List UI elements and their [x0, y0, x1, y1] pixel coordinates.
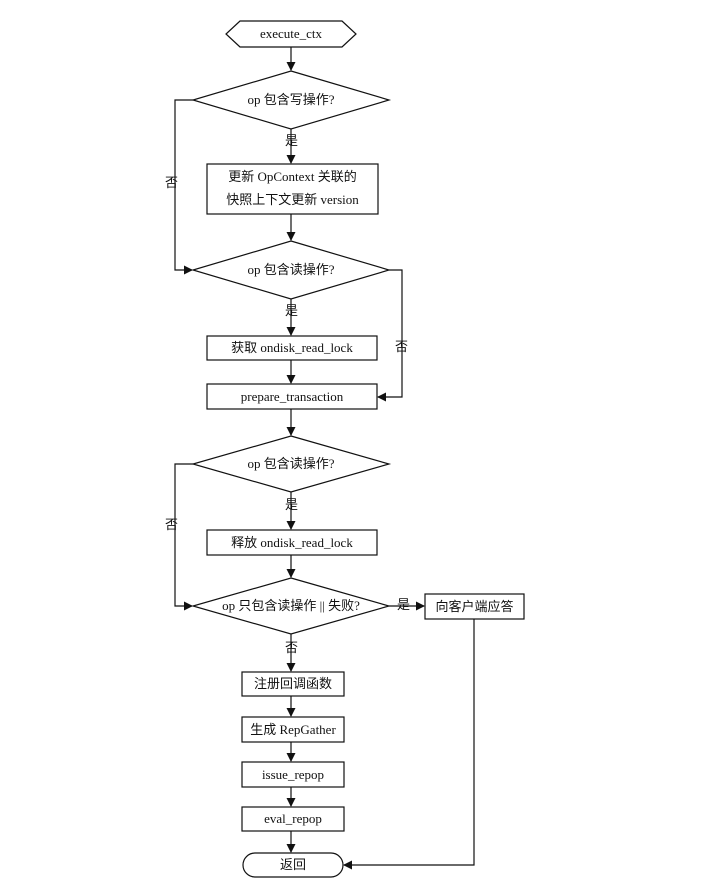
decision-write-label: op 包含写操作? — [247, 92, 335, 107]
get-lock-box — [206, 335, 378, 361]
arrow-write-no — [174, 99, 193, 275]
issue-repop-box — [241, 761, 345, 788]
release-lock-box — [206, 529, 378, 556]
update-snapshot-label-1: 更新 OpContext 关联的 — [228, 169, 357, 184]
get-lock-label: 获取 ondisk_read_lock — [231, 340, 353, 355]
edge-label-write-yes: 是 — [285, 133, 299, 148]
decision-read1-label: op 包含读操作? — [247, 262, 335, 277]
decision-read2-label: op 包含读操作? — [247, 456, 335, 471]
edge-label-read2-yes: 是 — [285, 497, 299, 512]
eval-repop-box — [241, 806, 345, 832]
start-terminal-shape — [225, 20, 357, 48]
edge-label-readonly-no: 否 — [285, 640, 299, 655]
arrow-reply-to-return — [343, 619, 475, 870]
start-label: execute_ctx — [259, 26, 323, 41]
register-callback-label: 注册回调函数 — [253, 676, 332, 691]
release-lock-label: 释放 ondisk_read_lock — [231, 534, 353, 550]
gen-repgather-label: 生成 RepGather — [250, 721, 336, 737]
update-snapshot-box — [206, 163, 379, 215]
prepare-transaction-label: prepare_transaction — [240, 388, 344, 404]
return-label: 返回 — [279, 857, 306, 872]
gen-repgather-box — [241, 716, 345, 743]
eval-repop-label: eval_repop — [264, 811, 322, 826]
reply-label: 向客户端应答 — [435, 598, 514, 614]
edge-label-read1-no: 否 — [395, 339, 409, 354]
arrow-read1-no — [377, 269, 403, 402]
edge-label-read1-yes: 是 — [285, 303, 299, 318]
register-callback-box — [241, 671, 345, 697]
update-snapshot-label-2: 快照上下文更新 version — [226, 192, 359, 207]
issue-repop-label: issue_repop — [261, 766, 325, 782]
edge-label-write-no: 否 — [165, 175, 179, 190]
edge-label-read2-no: 否 — [165, 517, 179, 532]
edge-label-readonly-yes: 是 — [397, 597, 411, 612]
decision-readonly-label: op 只包含读操作 || 失败? — [222, 598, 360, 613]
arrow-read2-no — [174, 463, 193, 611]
